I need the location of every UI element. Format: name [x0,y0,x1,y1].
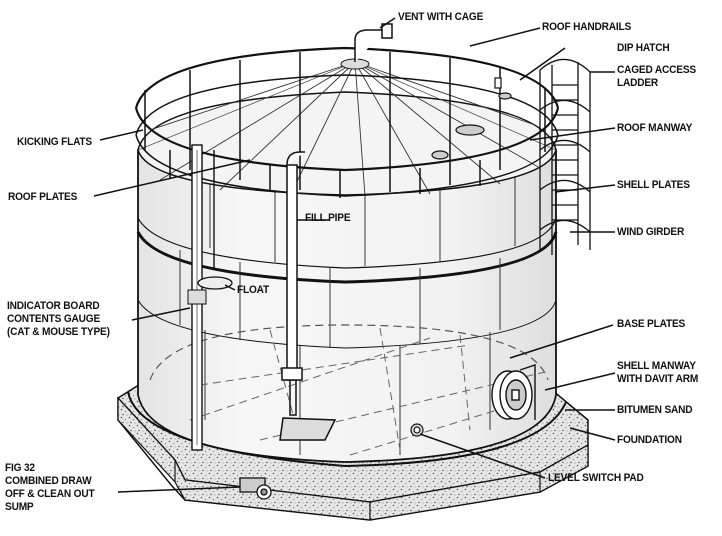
label-shell-plates: SHELL PLATES [617,179,690,191]
label-roof-handrails: ROOF HANDRAILS [542,21,632,33]
draw-off-sump [239,477,272,500]
label-caged-access-ladder: CAGED ACCESS LADDER [617,64,696,89]
caged-access-ladder [539,58,591,255]
fill-pipe [279,151,337,441]
label-fill-pipe: FILL PIPE [305,212,351,224]
label-float: FLOAT [237,284,270,296]
vent-with-cage [354,23,393,62]
label-foundation: FOUNDATION [617,434,682,446]
roof-manway [431,77,512,160]
label-indicator-board: INDICATOR BOARD CONTENTS GAUGE (CAT & MO… [7,300,110,338]
label-fig-32: FIG 32 COMBINED DRAW OFF & CLEAN OUT SUM… [5,462,95,513]
label-vent-with-cage: VENT WITH CAGE [398,11,484,23]
leader-lines [93,17,616,493]
label-dip-hatch: DIP HATCH [617,42,670,54]
label-kicking-flats: KICKING FLATS [17,136,93,148]
tank-shell [136,149,558,463]
label-level-switch-pad: LEVEL SWITCH PAD [548,472,644,484]
label-base-plates: BASE PLATES [617,318,686,330]
label-bitumen-sand: BITUMEN SAND [617,404,693,416]
shell-manway [491,364,536,420]
roof-handrails [134,46,560,198]
label-roof-manway: ROOF MANWAY [617,122,693,134]
label-shell-manway: SHELL MANWAY WITH DAVIT ARM [617,360,699,385]
level-switch-pad [410,423,424,437]
bitumen-sand-ring [127,391,567,468]
label-roof-plates: ROOF PLATES [8,191,78,203]
label-wind-girder: WIND GIRDER [617,226,685,238]
roof [137,58,557,197]
indicator-board [187,144,233,451]
